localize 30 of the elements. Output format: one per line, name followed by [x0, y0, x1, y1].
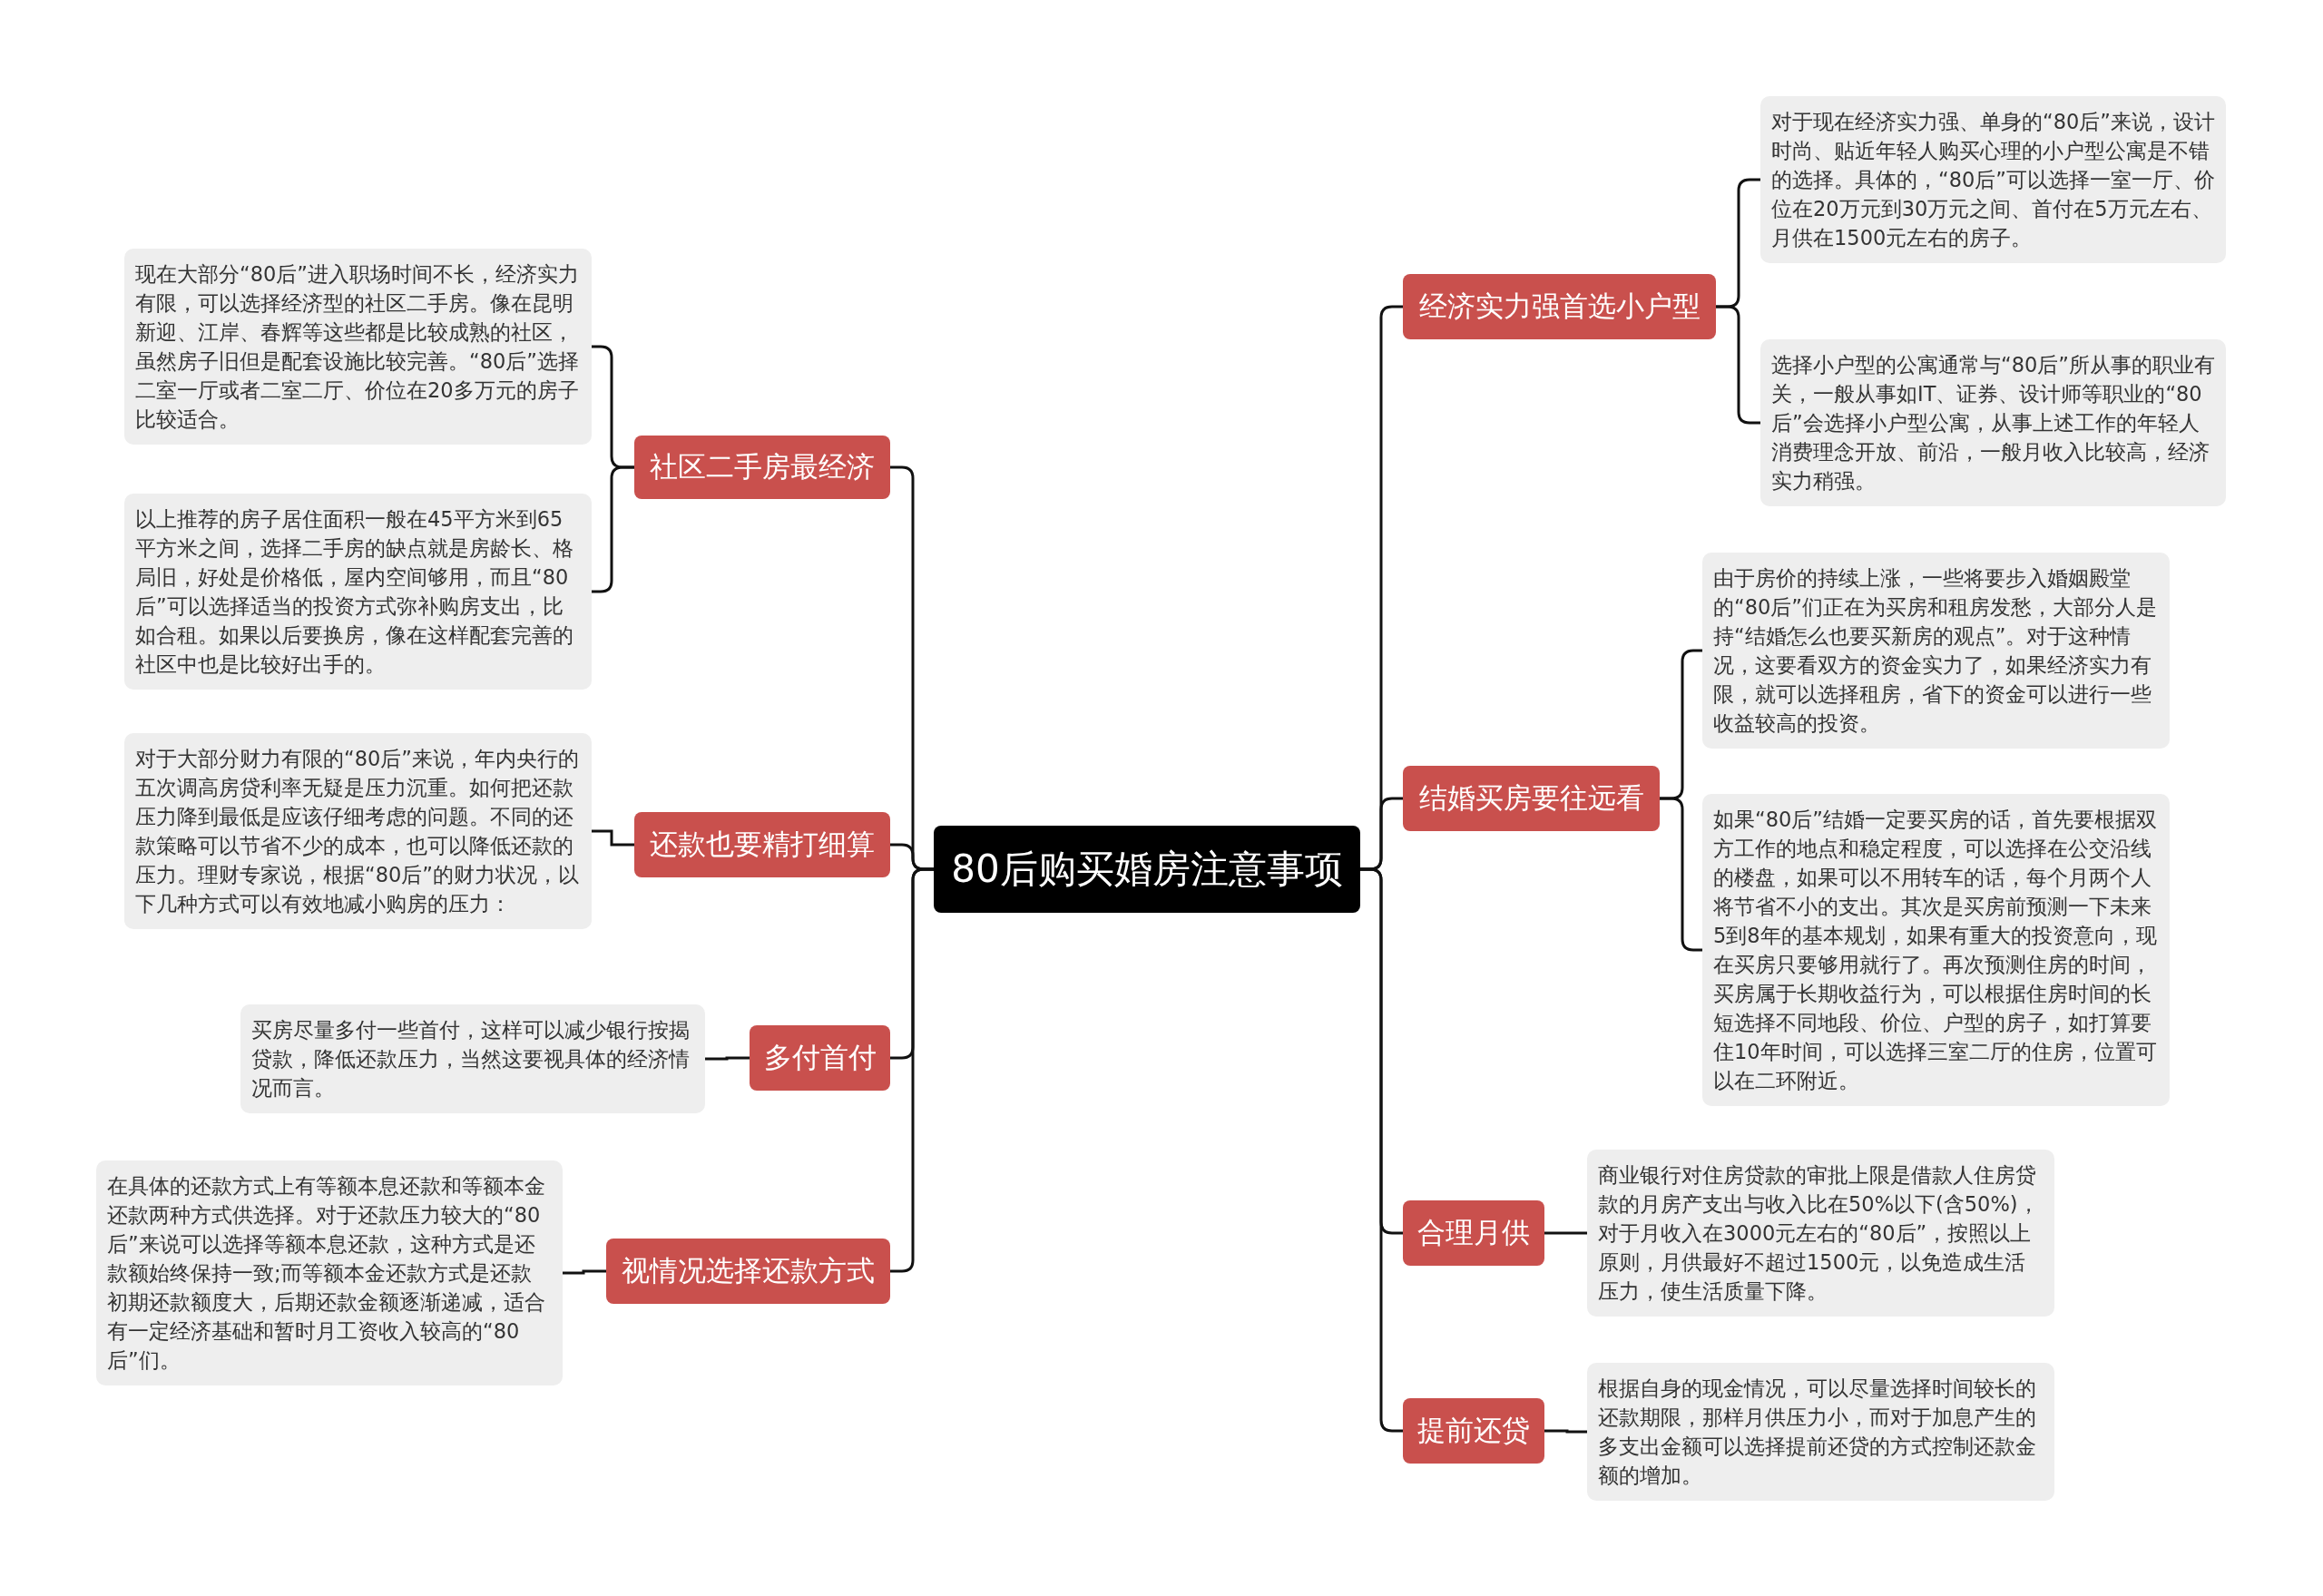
- central-topic: 80后购买婚房注意事项: [934, 826, 1360, 913]
- topic-box: 提前还贷: [1403, 1398, 1544, 1464]
- note-box: 选择小户型的公寓通常与“80后”所从事的职业有关，一般从事如IT、证券、设计师等职业的“80后”会选择小户型公寓，从事上述工作的年轻人消费理念开放、前沿，一般月收入比较高，经济实力稍强。: [1760, 339, 2226, 506]
- note-box: 在具体的还款方式上有等额本息还款和等额本金还款两种方式供选择。对于还款压力较大的“80后”来说可以选择等额本息还款，这种方式是还款额始终保持一致;而等额本金还款方式是还款初期还款额度大，后期还款金额逐渐递减，适合有一定经济基础和暂时月工资收入较高的“80后”们。: [96, 1160, 563, 1385]
- note-box: 根据自身的现金情况，可以尽量选择时间较长的还款期限，那样月供压力小，而对于加息产生的多支出金额可以选择提前还贷的方式控制还款金额的增加。: [1587, 1363, 2054, 1501]
- connector-line: [1360, 867, 1403, 1433]
- note-box: 由于房价的持续上涨，一些将要步入婚姻殿堂的“80后”们正在为买房和租房发愁，大部分人是持“结婚怎么也要买新房的观点”。对于这种情况，这要看双方的资金实力了，如果经济实力有限，就可以选择租房，省下的资金可以进行一些收益较高的投资。: [1702, 553, 2170, 749]
- connector-line: [705, 1056, 750, 1061]
- note-box: 如果“80后”结婚一定要买房的话，首先要根据双方工作的地点和稳定程度，可以选择在公交沿线的楼盘，如果可以不用转车的话，每个月两个人将节省不小的支出。其次是买房前预测一下未来5到8年的基本规划，如果有重大的投资意向，现在买房只要够用就行了。再次预测住房的时间，买房属于长期收益行为，可以根据住房时间的长短选择不同地段、价位、户型的房子，如打算要住10年时间，可以选择三室二厅的住房，位置可以在二环附近。: [1702, 794, 2170, 1106]
- note-box: 对于现在经济实力强、单身的“80后”来说，设计时尚、贴近年轻人购买心理的小户型公寓是不错的选择。具体的，“80后”可以选择一室一厅、价位在20万元到30万元之间、首付在5万元左右、月供在1500元左右的房子。: [1760, 96, 2226, 263]
- connector-line: [890, 867, 934, 1273]
- connector-line: [592, 829, 634, 847]
- topic-box: 合理月供: [1403, 1200, 1544, 1266]
- topic-box: 视情况选择还款方式: [606, 1239, 890, 1304]
- connector-line: [1544, 1231, 1587, 1235]
- topic-box: 社区二手房最经济: [634, 436, 890, 499]
- topic-box: 结婚买房要往远看: [1403, 766, 1660, 831]
- topic-box: 多付首付: [750, 1025, 890, 1091]
- topic-box: 还款也要精打细算: [634, 812, 890, 877]
- topic-box: 经济实力强首选小户型: [1403, 274, 1716, 339]
- connector-line: [1660, 797, 1702, 952]
- note-box: 对于大部分财力有限的“80后”来说，年内央行的五次调高房贷利率无疑是压力沉重。如何把还款压力降到最低是应该仔细考虑的问题。不同的还款策略可以节省不少的成本，也可以降低还款的压力。理财专家说，根据“80后”的财力状况，以下几种方式可以有效地减小购房的压力：: [124, 733, 592, 929]
- note-box: 商业银行对住房贷款的审批上限是借款人住房贷款的月房产支出与收入比在50%以下(含50%)，对于月收入在3000元左右的“80后”，按照以上原则，月供最好不超过1500元，以免造成生活压力，使生活质量下降。: [1587, 1150, 2054, 1317]
- note-box: 买房尽量多付一些首付，这样可以减少银行按揭贷款，降低还款压力，当然这要视具体的经济情况而言。: [240, 1004, 705, 1113]
- connector-line: [563, 1269, 606, 1275]
- connector-line: [1544, 1429, 1587, 1434]
- connector-line: [1716, 305, 1760, 425]
- connector-line: [592, 465, 634, 593]
- note-box: 现在大部分“80后”进入职场时间不长，经济实力有限，可以选择经济型的社区二手房。像在昆明新迎、江岸、春辉等这些都是比较成熟的社区，虽然房子旧但是配套设施比较完善。“80后”选择二室一厅或者二室二厅、价位在20多万元的房子比较适合。: [124, 249, 592, 445]
- note-box: 以上推荐的房子居住面积一般在45平方米到65平方米之间，选择二手房的缺点就是房龄长、格局旧，好处是价格低，屋内空间够用，而且“80后”可以选择适当的投资方式弥补购房支出，比如合租。如果以后要换房，像在这样配套完善的社区中也是比较好出手的。: [124, 494, 592, 690]
